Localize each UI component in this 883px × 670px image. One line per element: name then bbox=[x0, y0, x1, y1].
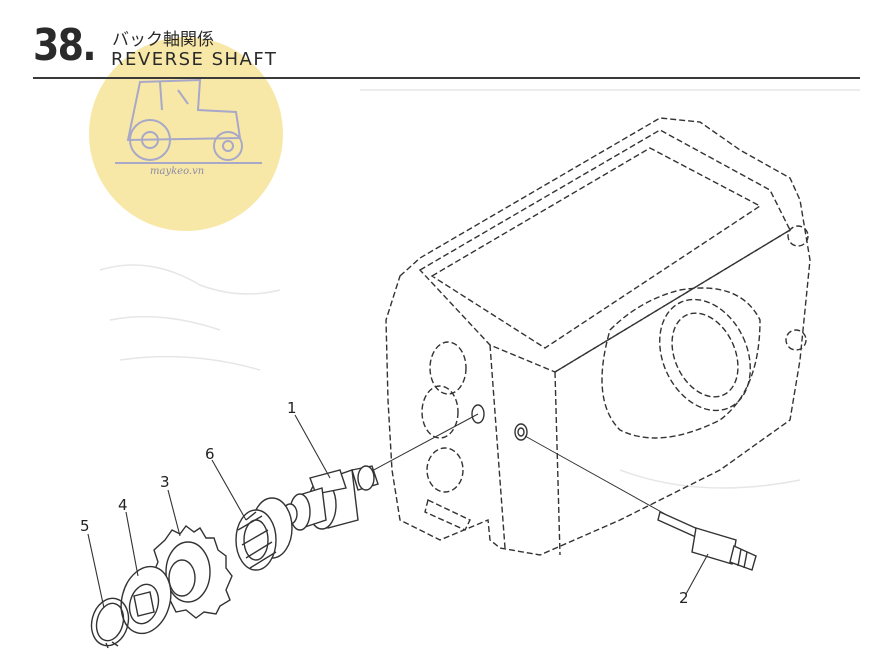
callout-6: 6 bbox=[205, 445, 215, 463]
callout-5: 5 bbox=[80, 517, 90, 535]
callout-1: 1 bbox=[287, 399, 297, 417]
callout-2: 2 bbox=[679, 589, 689, 607]
assembly-axis-lines bbox=[369, 413, 666, 515]
callout-3: 3 bbox=[160, 473, 170, 491]
scan-ghost-marks bbox=[99, 89, 860, 489]
header-rule bbox=[33, 77, 860, 79]
transmission-case bbox=[385, 117, 811, 556]
part-2-lock-bolt bbox=[657, 511, 757, 571]
lock-bolt-hole bbox=[514, 423, 528, 441]
part-3-reverse-gear bbox=[151, 525, 233, 619]
callout-4: 4 bbox=[118, 496, 128, 514]
section-title-japanese: バック軸関係 bbox=[112, 30, 214, 50]
watermark-logo bbox=[89, 37, 283, 231]
case-bore bbox=[471, 404, 485, 424]
section-number: 38. bbox=[33, 20, 97, 71]
watermark-text: maykeo.vn bbox=[150, 166, 205, 177]
part-1-reverse-shaft bbox=[282, 465, 379, 531]
tractor-icon bbox=[115, 78, 262, 164]
leader-lines bbox=[87, 414, 709, 609]
section-title-english: REVERSE SHAFT bbox=[111, 49, 278, 70]
part-5-snap-ring bbox=[90, 597, 130, 649]
part-6-needle-bearing bbox=[235, 497, 293, 571]
part-4-thrust-washer bbox=[120, 565, 172, 635]
